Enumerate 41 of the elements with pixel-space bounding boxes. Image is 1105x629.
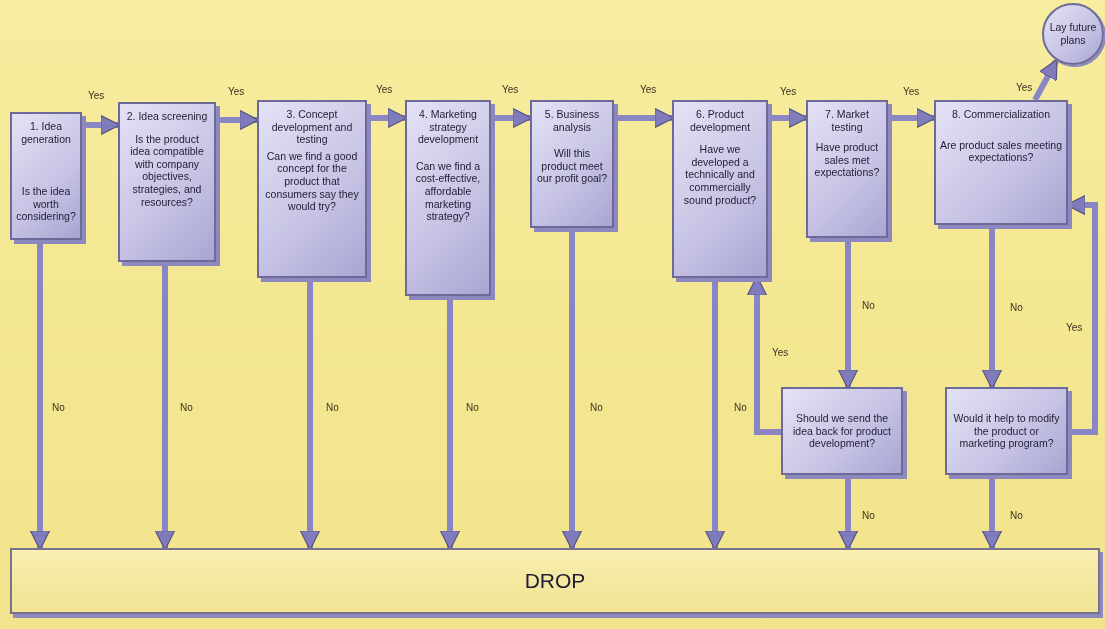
box-text: Have product sales met expectations? — [813, 141, 881, 179]
box-text: DROP — [524, 568, 586, 594]
edge-label: Yes — [1016, 82, 1033, 93]
stage-title: 6. Product development — [688, 108, 752, 134]
stage-title: 8. Commercialization — [951, 108, 1050, 121]
stage-title: 7. Market testing — [824, 108, 870, 134]
edge-label: No — [52, 402, 65, 413]
edge-label: No — [326, 402, 339, 413]
stage-title: 2. Idea screening — [126, 110, 208, 123]
stage-title: 3. Concept development and testing — [270, 108, 354, 146]
edge-label: Yes — [772, 347, 789, 358]
edge-label: Yes — [780, 86, 797, 97]
edge-label: No — [180, 402, 193, 413]
edge-label: No — [1010, 302, 1023, 313]
edge-label: Yes — [228, 86, 245, 97]
box-text: Will this product meet our profit goal? — [536, 147, 608, 185]
stage-title: 1. Idea generation — [20, 120, 72, 146]
edge-label: Yes — [376, 84, 393, 95]
stage-title: 4. Marketing strategy development — [416, 108, 480, 146]
edge-label: No — [590, 402, 603, 413]
arrow — [1032, 58, 1059, 102]
edge-label: No — [862, 300, 875, 311]
box-text: Should we send the idea back for product development? — [791, 412, 893, 450]
box-text: Have we developed a technically and commercially sound product? — [682, 143, 758, 207]
edge-label: Yes — [640, 84, 657, 95]
box-text: Lay future plans — [1048, 21, 1098, 47]
edge-label: Yes — [903, 86, 920, 97]
edge-label: Yes — [88, 90, 105, 101]
edge-label: No — [466, 402, 479, 413]
box-text: Are product sales meeting expectations? — [940, 138, 1062, 164]
box-text: Would it help to modify the product or marketing program? — [952, 412, 1061, 450]
box-text: Is the product idea compatible with company objectives, strategies, and resources? — [129, 132, 205, 209]
stage-title: 5. Business analysis — [543, 108, 601, 134]
box-text: Can we find a cost-effective, affordable marketing strategy? — [414, 159, 482, 223]
box-text: Is the idea worth considering? — [16, 185, 76, 223]
edge-label: Yes — [1066, 322, 1083, 333]
edge-label: No — [1010, 510, 1023, 521]
box-text: Can we find a good concept for the product that consumers say they would try? — [264, 149, 360, 213]
edge-label: Yes — [502, 84, 519, 95]
edge-label: No — [734, 402, 747, 413]
edge-label: No — [862, 510, 875, 521]
